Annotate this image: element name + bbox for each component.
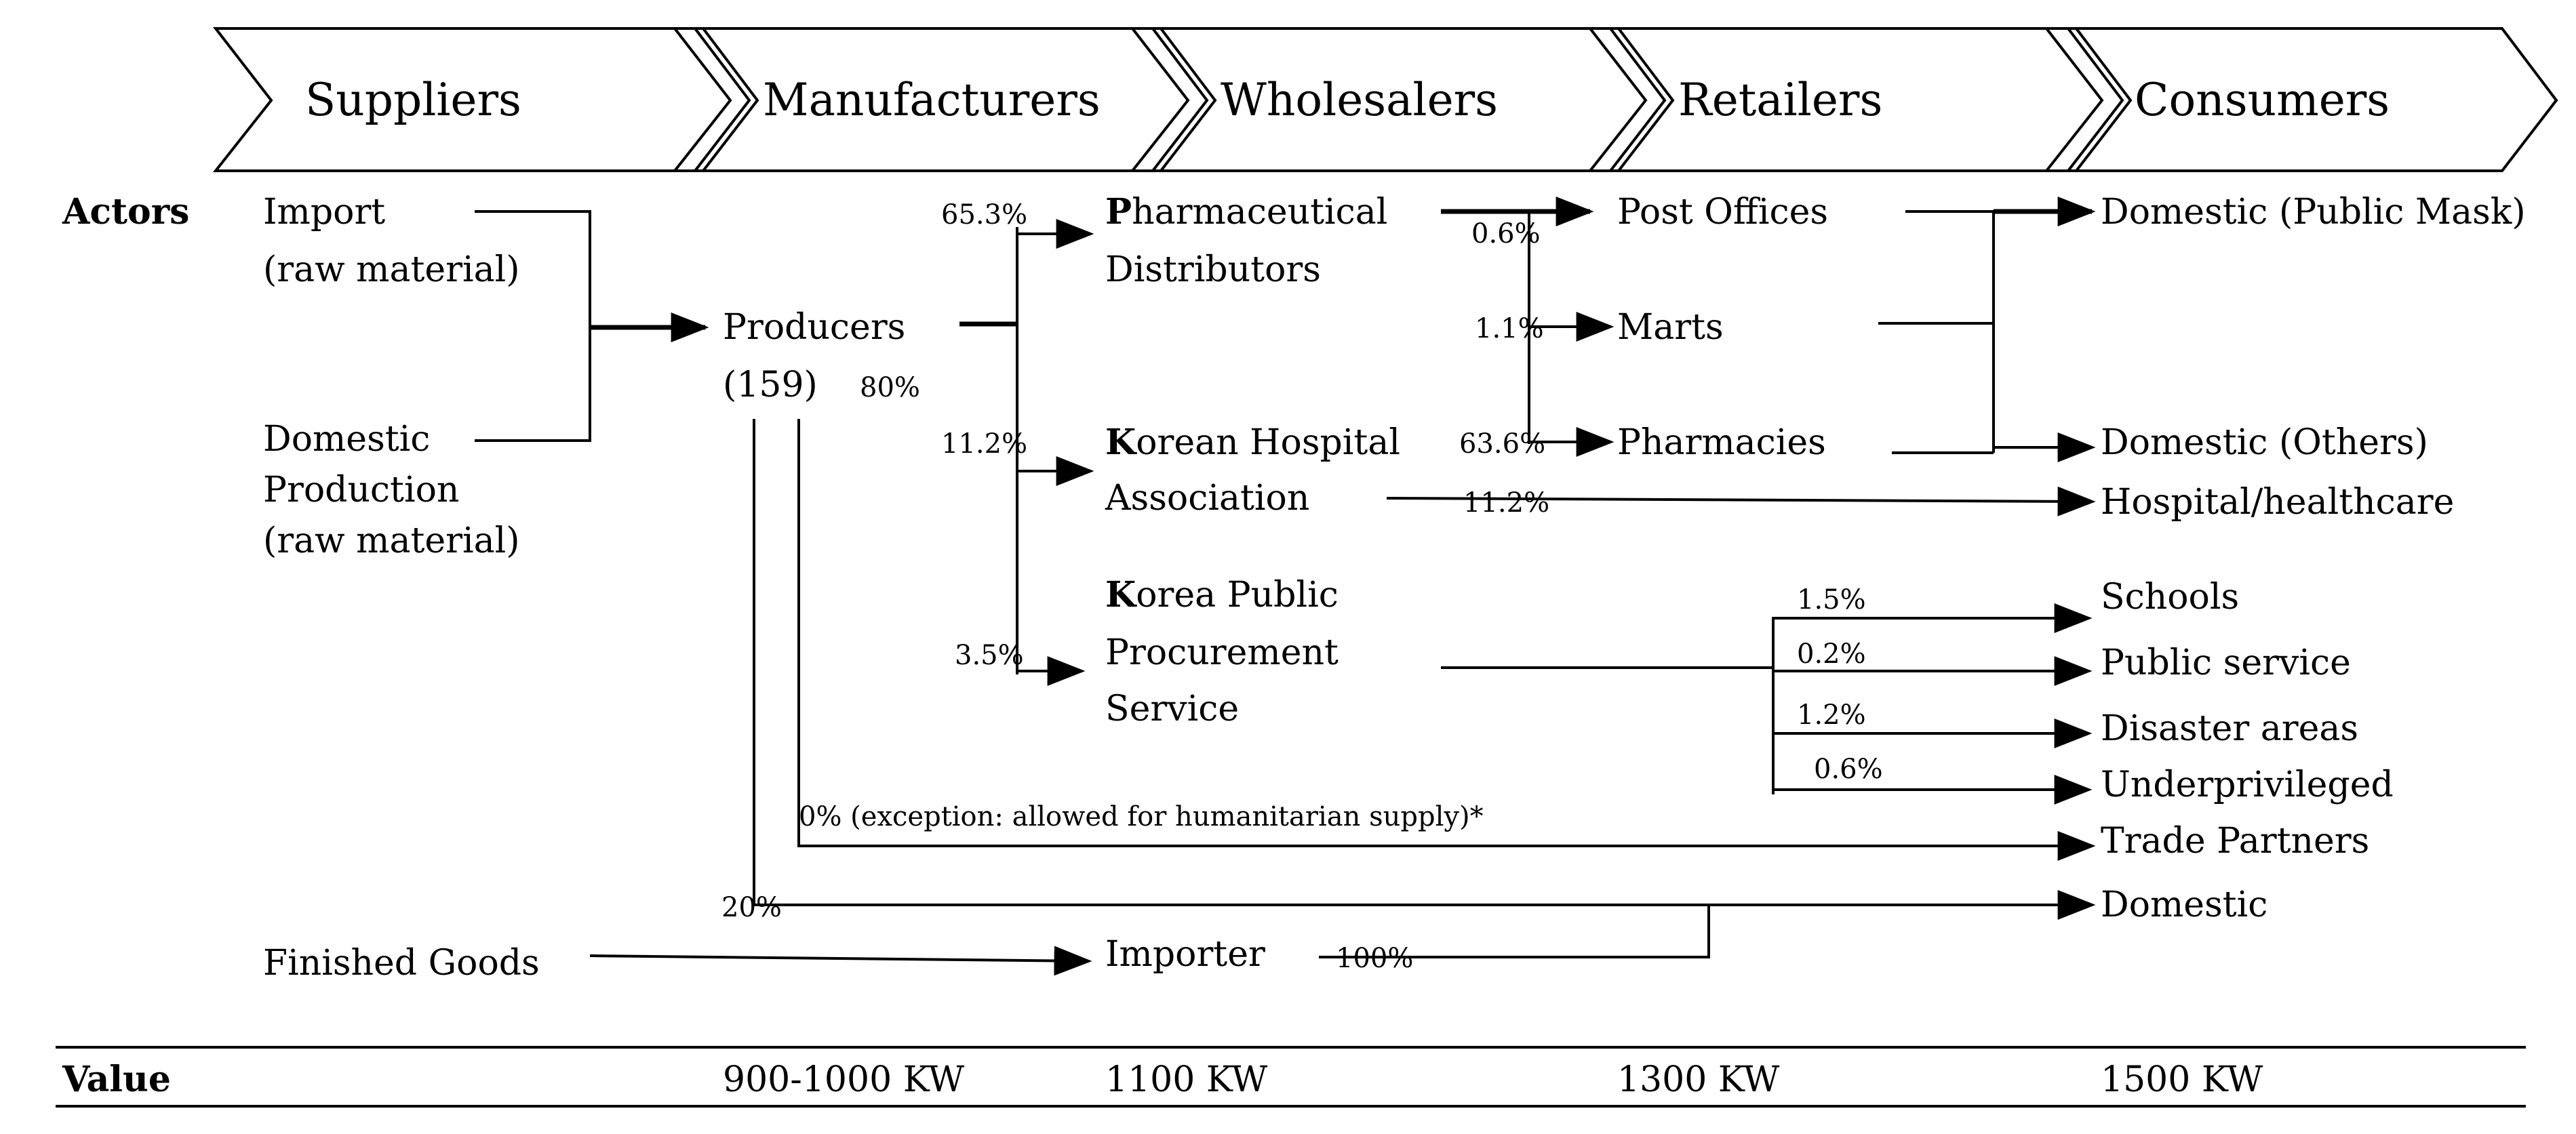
stage-suppliers: Suppliers — [212, 27, 759, 172]
export-connector: 0% (exception: allowed for humanitarian … — [797, 419, 2096, 861]
consumer-schools: Schools — [2101, 577, 2239, 617]
supplier-domestic-sub: (raw material) — [263, 521, 520, 561]
retailer-to-consumer-connector — [1878, 197, 2096, 462]
producers-domestic-pct: 80% — [860, 372, 920, 403]
supplier-domestic-label-2: Production — [263, 470, 459, 510]
hospital-association-connector: 11.2% — [1386, 486, 2096, 519]
pct-to-hospital: 11.2% — [1463, 487, 1549, 519]
pct-to-procurement-service: 3.5% — [955, 640, 1024, 671]
supplier-nodes: Import (raw material) Domestic Productio… — [263, 192, 540, 984]
value-consumers: 1500 KW — [2101, 1059, 2263, 1100]
procurement-service-label: Korea Public — [1105, 574, 1339, 615]
producers-count: (159) — [723, 365, 818, 405]
stage-header: Suppliers Manufacturers Wholesalers Reta… — [212, 27, 2558, 172]
procurement-service-label-3: Service — [1105, 689, 1239, 729]
consumer-trade-partners: Trade Partners — [2101, 821, 2369, 862]
initial-letter: K — [1105, 574, 1137, 615]
pct-to-public-service: 0.2% — [1797, 639, 1866, 670]
stage-label: Retailers — [1678, 74, 1882, 126]
pct-to-marts: 1.1% — [1475, 313, 1544, 344]
value-manufacturers: 900-1000 KW — [723, 1059, 965, 1100]
pct-to-korean-hospital-association: 11.2% — [941, 428, 1027, 460]
actors-row-label: Actors — [62, 191, 189, 232]
pct-to-disaster-areas: 1.2% — [1797, 700, 1866, 731]
stage-label: Manufacturers — [763, 74, 1101, 126]
supplier-import-label: Import — [263, 192, 385, 232]
initial-letter: K — [1105, 422, 1137, 463]
stage-label: Wholesalers — [1221, 74, 1498, 126]
retailer-marts: Marts — [1617, 307, 1724, 348]
consumer-underprivileged: Underprivileged — [2101, 765, 2394, 805]
manufacturer-nodes: Producers (159) 80% Importer — [723, 307, 1265, 975]
pct-to-pharmaceutical-distributors: 65.3% — [941, 199, 1027, 230]
pct-to-underprivileged: 0.6% — [1814, 754, 1883, 785]
producers-label: Producers — [723, 307, 905, 348]
pct-to-pharmacies: 63.6% — [1459, 428, 1545, 460]
consumer-domestic: Domestic — [2101, 885, 2267, 925]
pct-to-post-offices: 0.6% — [1471, 218, 1541, 249]
consumer-hospital: Hospital/healthcare — [2101, 482, 2454, 523]
wholesaler-nodes: Pharmaceutical Distributors Korean Hospi… — [1105, 191, 1400, 729]
korean-hospital-association-label-2: Association — [1105, 478, 1309, 519]
pct-to-schools: 1.5% — [1797, 584, 1866, 615]
stage-label: Suppliers — [305, 74, 521, 126]
pharmaceutical-distributors-label: Pharmaceutical — [1105, 191, 1387, 232]
value-retailers: 1300 KW — [1617, 1059, 1780, 1100]
distributor-to-retailer-connector: 0.6% 1.1% 63.6% — [1441, 197, 1614, 460]
supplier-finished-goods: Finished Goods — [263, 943, 540, 984]
korean-hospital-association-label: Korean Hospital — [1105, 422, 1400, 463]
importer-label: Importer — [1105, 934, 1265, 975]
supplier-import-sub: (raw material) — [263, 249, 520, 290]
stage-consumers: Consumers — [2043, 27, 2558, 172]
consumer-nodes: Domestic (Public Mask) Domestic (Others)… — [2101, 192, 2526, 925]
producer-to-wholesaler-connector: 65.3% 11.2% 3.5% — [941, 199, 1094, 686]
retailer-pharmacies: Pharmacies — [1617, 422, 1826, 463]
value-wholesalers: 1100 KW — [1105, 1059, 1268, 1100]
retailer-post-offices: Post Offices — [1617, 192, 1828, 232]
consumer-domestic-public-mask: Domestic (Public Mask) — [2101, 192, 2526, 232]
consumer-domestic-others: Domestic (Others) — [2101, 422, 2428, 463]
consumer-public-service: Public service — [2101, 643, 2351, 683]
retailer-nodes: Post Offices Marts Pharmacies — [1617, 192, 1828, 463]
domestic-direct-connector: 20% 100% — [589, 419, 2096, 976]
supplier-connector — [475, 210, 709, 442]
supplier-domestic-label: Domestic — [263, 419, 430, 460]
procurement-service-label-2: Procurement — [1105, 632, 1339, 673]
procurement-to-consumer-connector: 1.5% 0.2% 1.2% 0.6% — [1441, 584, 2093, 805]
pct-direct-domestic: 20% — [721, 892, 782, 923]
pct-importer: 100% — [1336, 943, 1413, 974]
label-rest: harmaceutical — [1132, 192, 1387, 232]
consumer-disaster-areas: Disaster areas — [2101, 708, 2358, 749]
label-rest: orea Public — [1136, 575, 1339, 615]
pharmaceutical-distributors-label-2: Distributors — [1105, 249, 1321, 290]
stage-manufacturers: Manufacturers — [671, 27, 1217, 172]
export-note: 0% (exception: allowed for humanitarian … — [799, 801, 1484, 832]
value-row: 900-1000 KW 1100 KW 1300 KW 1500 KW — [56, 1046, 2526, 1108]
initial-letter: P — [1105, 191, 1132, 232]
stage-label: Consumers — [2135, 74, 2390, 126]
label-rest: orean Hospital — [1136, 422, 1400, 463]
value-row-label: Value — [62, 1059, 171, 1100]
